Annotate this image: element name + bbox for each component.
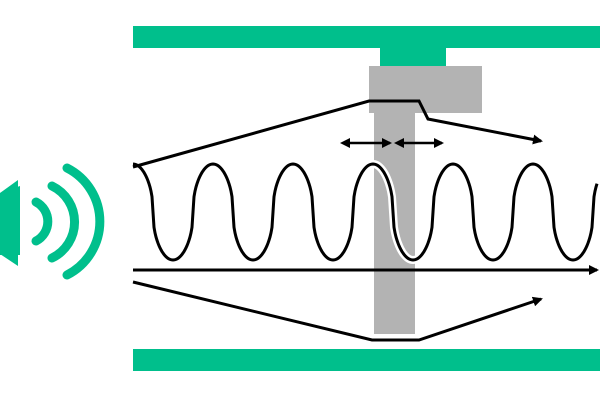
gray-bracket [369, 66, 482, 113]
top-rail [133, 26, 600, 48]
lower-envelope-line [132, 280, 543, 342]
bottom-rail [133, 349, 600, 371]
upper-envelope-line [132, 99, 543, 169]
sound-wave [132, 162, 599, 262]
speaker-icon [0, 163, 105, 280]
